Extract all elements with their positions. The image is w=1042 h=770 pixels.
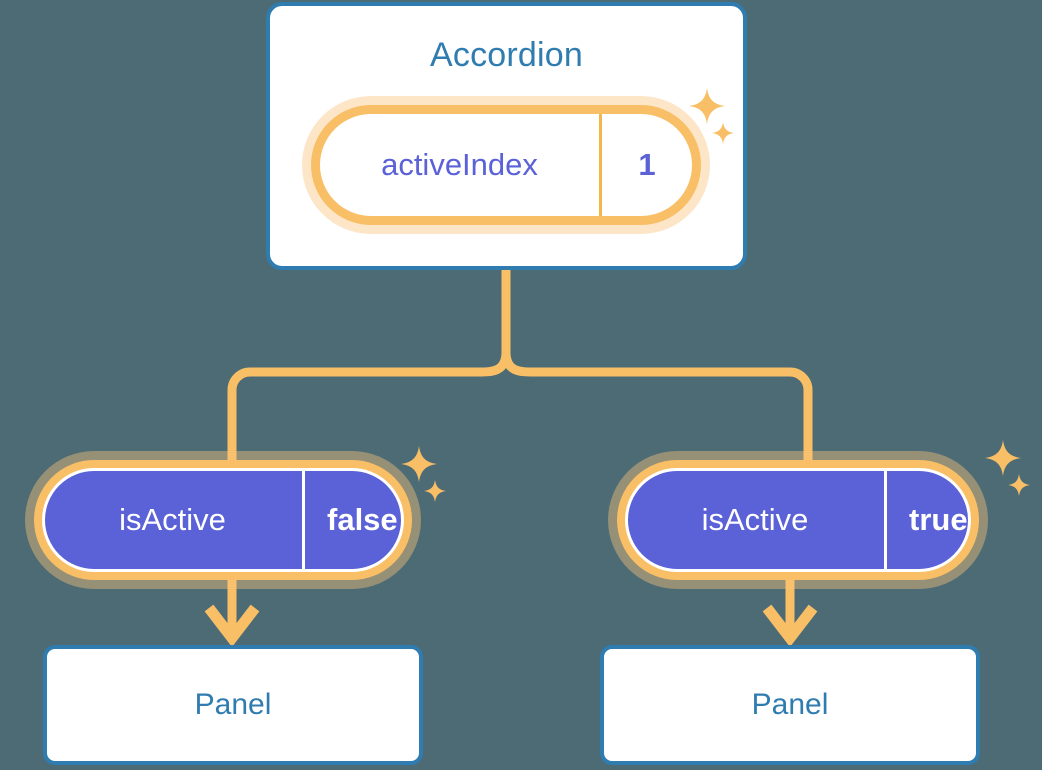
panel-label-right: Panel (751, 688, 829, 721)
arrow-head-right (762, 604, 818, 648)
arrow-head-left (204, 604, 260, 648)
connector-branch-left (227, 347, 511, 467)
panel-label-left: Panel (194, 688, 272, 721)
state-value-isactive-right: true (884, 469, 990, 571)
state-badge-isactive-false[interactable]: isActive false (34, 460, 412, 580)
state-value-isactive-left: false (302, 469, 420, 571)
connector-branch-right (501, 347, 813, 467)
state-key-active-index: activeIndex (381, 147, 538, 182)
state-key-isactive-left: isActive (119, 502, 226, 537)
state-key-isactive-right: isActive (701, 502, 809, 537)
state-badge-active-index[interactable]: activeIndex 1 (311, 105, 701, 225)
panel-box-left[interactable]: Panel (43, 645, 423, 765)
state-badge-isactive-true[interactable]: isActive true (617, 460, 979, 580)
accordion-title: Accordion (430, 36, 583, 74)
state-value-active-index: 1 (599, 114, 692, 216)
panel-box-right[interactable]: Panel (600, 645, 980, 765)
